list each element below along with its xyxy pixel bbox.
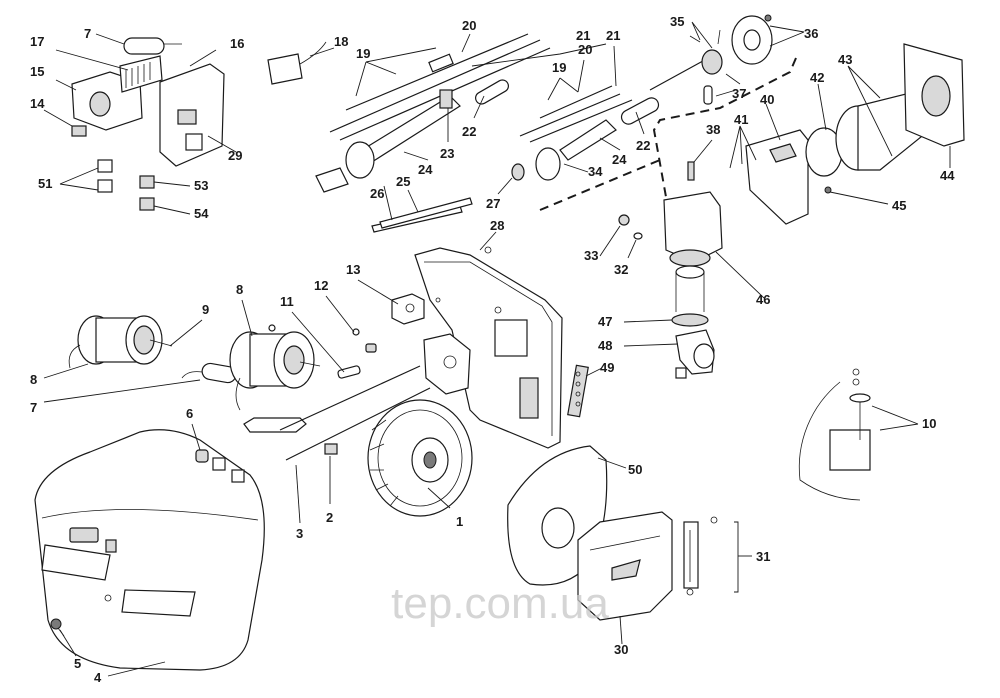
capacitor-lower	[181, 362, 237, 384]
callout-4: 4	[94, 670, 102, 685]
callout-20-left: 20	[462, 18, 476, 33]
callout-41: 41	[734, 112, 748, 127]
callout-30: 30	[614, 642, 628, 657]
callout-29: 29	[228, 148, 242, 163]
callout-3: 3	[296, 526, 303, 541]
leader-lines	[43, 21, 951, 677]
callout-20-right: 20	[578, 42, 592, 57]
capacitor-top	[123, 37, 182, 55]
burner-cover	[34, 429, 265, 671]
callout-7-lower: 7	[30, 400, 37, 415]
terminal-strip	[567, 364, 589, 418]
callout-8-right: 8	[236, 282, 243, 297]
motor-left	[68, 315, 173, 369]
callout-labels: 1 2 3 4 5 6 7 7 8 8 9 10 11 12 13 14 15 …	[30, 14, 955, 685]
electrode-assembly-left	[315, 33, 551, 233]
callout-28: 28	[490, 218, 504, 233]
air-damper	[324, 443, 338, 455]
nozzle-head	[689, 14, 773, 105]
callout-24-right: 24	[612, 152, 627, 167]
callout-10: 10	[922, 416, 936, 431]
callout-21-right: 21	[606, 28, 620, 43]
callout-36: 36	[804, 26, 818, 41]
callout-7-top: 7	[84, 26, 91, 41]
callout-54: 54	[194, 206, 209, 221]
callout-43: 43	[838, 52, 852, 67]
motor-right	[229, 324, 321, 411]
pump-screws	[618, 214, 643, 240]
callout-24-left: 24	[418, 162, 433, 177]
callout-48: 48	[598, 338, 612, 353]
callout-2: 2	[326, 510, 333, 525]
callout-50: 50	[628, 462, 642, 477]
callout-23: 23	[440, 146, 454, 161]
callout-31: 31	[756, 549, 770, 564]
nozzle-line	[620, 55, 713, 125]
pressure-switch	[391, 293, 425, 325]
control-box	[71, 41, 327, 211]
callout-37: 37	[732, 86, 746, 101]
assembly-guide-line	[539, 57, 797, 211]
callout-26: 26	[370, 186, 384, 201]
callout-9: 9	[202, 302, 209, 317]
callout-12: 12	[314, 278, 328, 293]
callout-22-left: 22	[462, 124, 476, 139]
combustion-head	[745, 43, 965, 225]
callout-32: 32	[614, 262, 628, 277]
callout-46: 46	[756, 292, 770, 307]
callout-35: 35	[670, 14, 684, 29]
callout-40: 40	[760, 92, 774, 107]
watermark: tep.com.ua	[391, 579, 609, 628]
callout-18: 18	[334, 34, 348, 49]
air-box	[577, 511, 673, 621]
detail-inset	[798, 368, 871, 501]
callout-19-left: 19	[356, 46, 370, 61]
callout-22-right: 22	[636, 138, 650, 153]
callout-13: 13	[346, 262, 360, 277]
callout-8-left: 8	[30, 372, 37, 387]
callout-47: 47	[598, 314, 612, 329]
electrode-assembly-right	[511, 85, 633, 181]
callout-53: 53	[194, 178, 208, 193]
callout-33: 33	[584, 248, 598, 263]
callout-14: 14	[30, 96, 45, 111]
callout-51: 51	[38, 176, 52, 191]
callout-6: 6	[186, 406, 193, 421]
callout-44: 44	[940, 168, 955, 183]
callout-45: 45	[892, 198, 906, 213]
callout-19-right: 19	[552, 60, 566, 75]
pump-bracket	[423, 333, 471, 395]
callout-42: 42	[810, 70, 824, 85]
main-housing	[414, 246, 563, 449]
pump-unit	[663, 161, 723, 379]
callout-1: 1	[456, 514, 463, 529]
callout-5: 5	[74, 656, 81, 671]
callout-21-left: 21	[576, 28, 590, 43]
grommets	[195, 449, 245, 483]
callout-16: 16	[230, 36, 244, 51]
callout-27: 27	[486, 196, 500, 211]
callout-11: 11	[280, 294, 294, 309]
callout-34: 34	[588, 164, 603, 179]
drive-shaft	[243, 328, 431, 461]
callout-17: 17	[30, 34, 44, 49]
damper-plates	[683, 516, 739, 596]
callout-25: 25	[396, 174, 410, 189]
fan-impeller	[367, 399, 473, 517]
callout-15: 15	[30, 64, 44, 79]
callout-49: 49	[600, 360, 614, 375]
callout-38: 38	[706, 122, 720, 137]
